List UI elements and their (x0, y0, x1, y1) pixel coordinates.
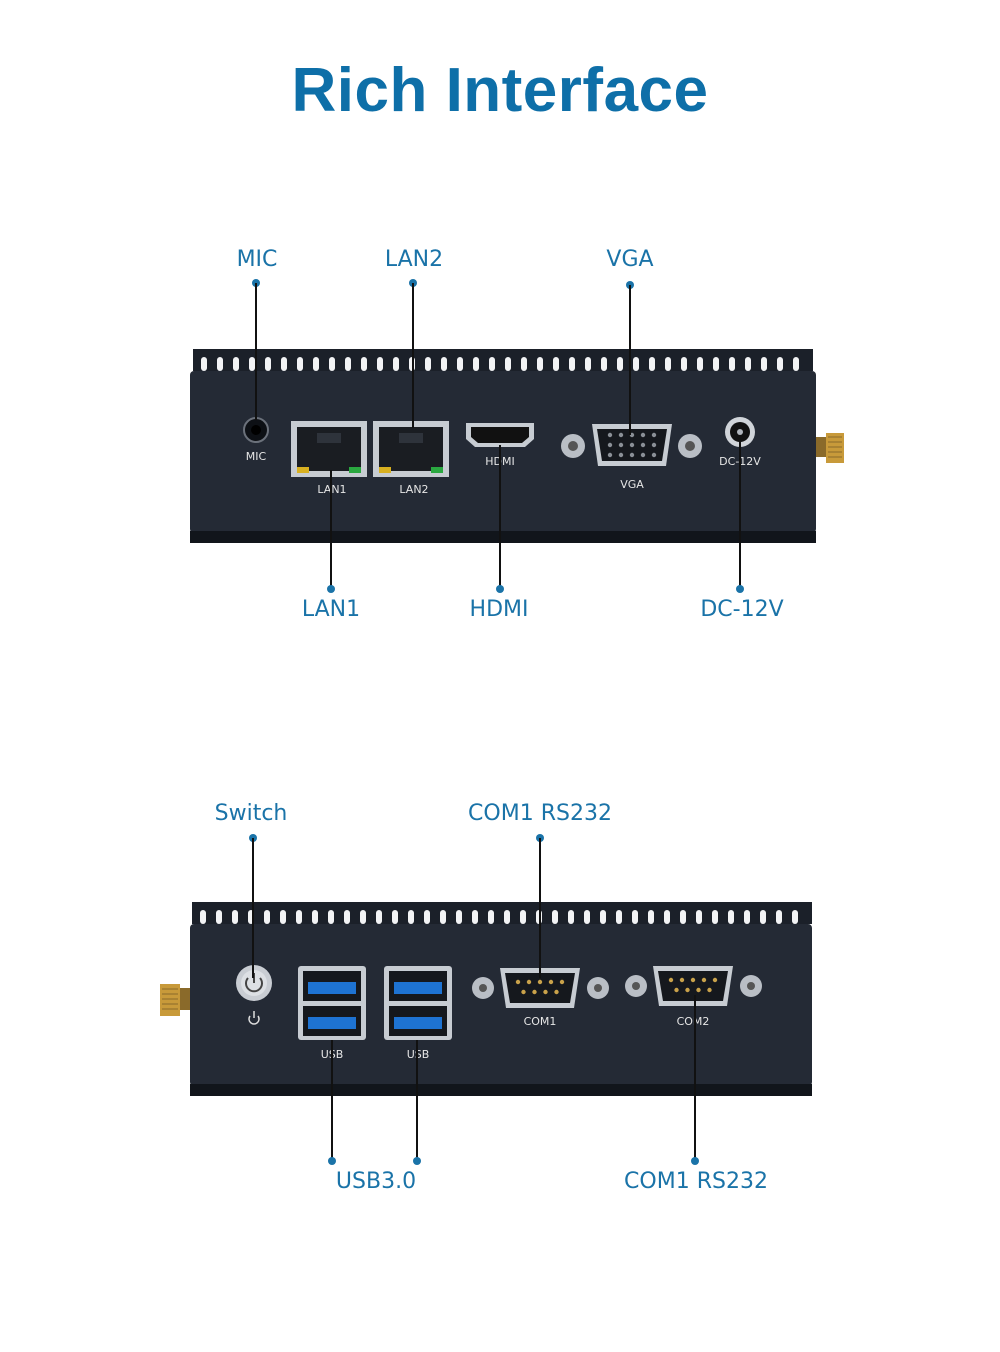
callout-com-top: COM1 RS232 (468, 801, 612, 826)
mic-jack[interactable]: MIC (243, 417, 269, 463)
callout-mic: MIC (236, 247, 278, 272)
callout-vga: VGA (606, 247, 654, 272)
vga-port[interactable]: VGA (561, 424, 702, 491)
mic-silk-label: MIC (246, 450, 267, 463)
callout-com-bottom: COM1 RS232 (624, 1169, 768, 1194)
callout-com-bottom-line (694, 995, 696, 1160)
callout-hdmi-line (499, 445, 501, 588)
com1-port[interactable]: COM1 (472, 968, 609, 1028)
vga-silk-label: VGA (620, 478, 644, 491)
callout-usb-line-b (416, 1040, 418, 1160)
usb-b-silk-label: USB (407, 1048, 430, 1061)
com1-silk-label: COM1 (524, 1015, 557, 1028)
power-switch[interactable] (236, 965, 272, 1001)
callout-com-bottom-dot (691, 1157, 699, 1165)
callout-lan1-line (330, 470, 332, 588)
callout-lan1: LAN1 (301, 597, 361, 622)
chassis-body (190, 371, 816, 533)
callout-lan2-line (412, 283, 414, 428)
callout-usb: USB3.0 (335, 1169, 417, 1194)
callout-usb-dot-b (413, 1157, 421, 1165)
page-title: Rich Interface (291, 56, 709, 125)
callout-dc-dot (736, 585, 744, 593)
com2-silk-label: COM2 (677, 1015, 710, 1028)
callout-hdmi: HDMI (469, 597, 529, 622)
callout-dc-line (739, 440, 741, 588)
lan2-silk-label: LAN2 (399, 483, 428, 496)
callout-hdmi-dot (496, 585, 504, 593)
callout-usb-line-a (331, 1040, 333, 1160)
lan1-port[interactable]: LAN1 (291, 421, 367, 496)
lan1-silk-label: LAN1 (317, 483, 346, 496)
antenna-connector (816, 433, 844, 463)
callout-switch: Switch (214, 801, 288, 826)
callout-lan1-dot (327, 585, 335, 593)
usb-port-pair-a[interactable]: USB (298, 966, 366, 1061)
chassis-body (190, 924, 812, 1086)
antenna-connector (160, 984, 190, 1016)
front-panel-device: MIC LAN1 LAN2 HDMI VGA DC-12V (190, 349, 844, 543)
usb-port-pair-b[interactable]: USB (384, 966, 452, 1061)
callout-mic-line (255, 283, 257, 420)
callout-dc: DC-12V (700, 597, 784, 622)
lan2-port[interactable]: LAN2 (373, 421, 449, 496)
power-icon (248, 1011, 260, 1025)
callout-com-top-line (539, 838, 541, 978)
heatsink-fins (193, 349, 813, 371)
rear-panel-device: USB USB COM1 COM2 (160, 902, 812, 1096)
com2-port[interactable]: COM2 (625, 966, 762, 1028)
heatsink-fins (192, 902, 812, 924)
callout-lan2: LAN2 (384, 247, 444, 272)
callout-vga-line (629, 285, 631, 435)
callout-usb-dot-a (328, 1157, 336, 1165)
callout-switch-line (252, 838, 254, 978)
